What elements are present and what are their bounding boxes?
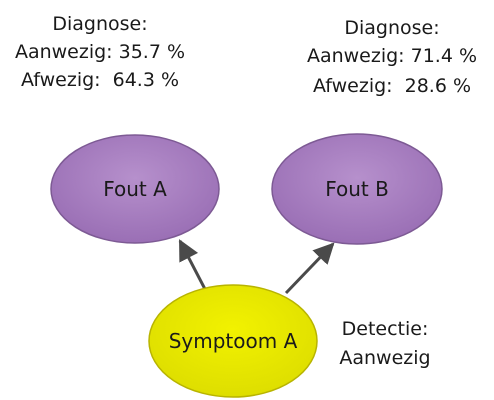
node-fout-a-label: Fout A	[103, 177, 167, 201]
detectie-title: Detectie:	[342, 318, 429, 340]
node-fout-a[interactable]: Fout A	[50, 134, 220, 244]
diagnose-a-block: Diagnose: Aanwezig: 35.7 % Afwezig: 64.3…	[15, 13, 185, 91]
diagnose-a-title: Diagnose:	[52, 13, 147, 35]
edge-symptoom-to-fout-b	[284, 242, 335, 295]
detectie-block: Detectie: Aanwezig	[339, 318, 430, 369]
node-symptoom-a[interactable]: Symptoom A	[148, 284, 318, 398]
diagnose-b-present: Aanwezig: 71.4 %	[307, 45, 477, 67]
edge-symptoom-to-fout-a	[178, 239, 209, 294]
detectie-value: Aanwezig	[339, 347, 430, 369]
node-fout-b-shape	[271, 133, 443, 245]
diagnose-a-present: Aanwezig: 35.7 %	[15, 41, 185, 63]
node-fout-b-label: Fout B	[325, 177, 389, 201]
diagnose-b-absent: Afwezig: 28.6 %	[313, 75, 471, 97]
diagnose-b-title: Diagnose:	[344, 17, 439, 39]
node-fout-b[interactable]: Fout B	[271, 133, 443, 245]
node-fout-a-shape	[50, 134, 220, 244]
node-symptoom-a-shape	[148, 284, 318, 398]
diagnose-b-block: Diagnose: Aanwezig: 71.4 % Afwezig: 28.6…	[307, 17, 477, 97]
diagnose-a-absent: Afwezig: 64.3 %	[21, 69, 179, 91]
node-symptoom-a-label: Symptoom A	[169, 329, 298, 353]
